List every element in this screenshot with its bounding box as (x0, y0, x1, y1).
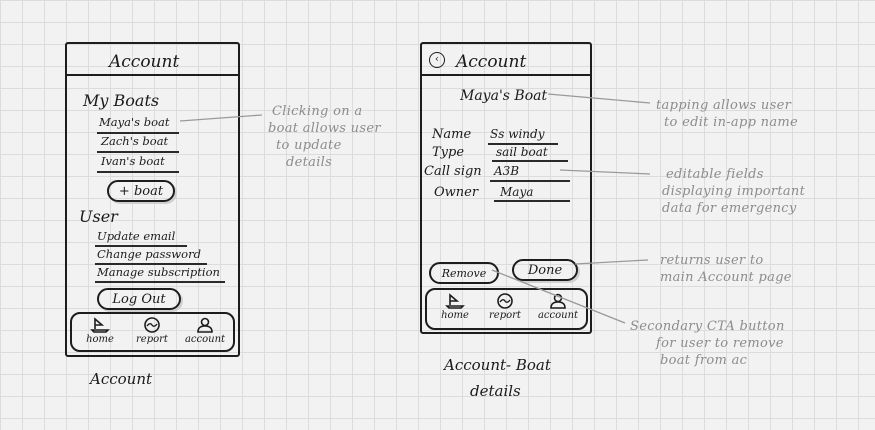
user-item-underline (95, 281, 225, 283)
boat-item-ivan[interactable]: Ivan's boat (101, 154, 165, 168)
annotation-line: details (286, 155, 333, 170)
annotation-line: to edit in-app name (664, 115, 799, 130)
account-screen: Account My Boats Maya's boat Zach's boat… (65, 42, 240, 357)
annotation-line: boat from ac (660, 353, 748, 368)
user-heading: User (79, 207, 118, 226)
field-value-name[interactable]: Ss windy (490, 127, 545, 141)
screen1-caption: Account (90, 370, 153, 388)
boat-item-zach[interactable]: Zach's boat (101, 134, 169, 148)
annotation-done: returns user to main Account page (660, 252, 860, 286)
screen2-caption-line1: Account- Boat (444, 356, 551, 374)
field-value-owner[interactable]: Maya (500, 185, 534, 199)
annotation-line: data for emergency (662, 201, 797, 216)
annotation-line: boat allows user (268, 121, 381, 136)
boat-name-title[interactable]: Maya's Boat (460, 88, 548, 104)
update-email-link[interactable]: Update email (97, 229, 176, 243)
nav-account-label: account (184, 334, 226, 345)
field-underline (490, 180, 570, 182)
boat-item-maya[interactable]: Maya's boat (99, 115, 170, 129)
gauge-icon (144, 317, 160, 333)
field-label-type: Type (432, 145, 465, 160)
header-divider (67, 74, 238, 76)
back-icon[interactable]: ‹ (429, 52, 445, 68)
field-value-type[interactable]: sail boat (496, 145, 548, 159)
annotation-boat-click: Clicking on a boat allows user to update… (268, 103, 418, 171)
change-password-link[interactable]: Change password (97, 247, 201, 261)
field-value-call-sign[interactable]: A3B (494, 164, 520, 178)
boat-icon (445, 293, 465, 309)
field-underline (494, 200, 570, 202)
field-underline (488, 143, 558, 145)
annotation-line: Clicking on a (272, 104, 363, 119)
field-label-call-sign: Call sign (424, 164, 482, 179)
annotation-tap-name: tapping allows user to edit in-app name (656, 97, 856, 131)
header-divider (422, 74, 590, 76)
field-underline (492, 160, 568, 162)
nav-report-label: report (489, 310, 521, 321)
annotation-line: Secondary CTA button (630, 319, 785, 334)
bottom-nav: home report account (70, 312, 235, 352)
person-icon (197, 317, 213, 333)
annotation-line: to update (276, 138, 342, 153)
my-boats-heading: My Boats (83, 91, 160, 110)
annotation-line: editable fields (666, 167, 764, 182)
annotation-line: tapping allows user (656, 98, 792, 113)
boat-details-screen: ‹ Account Maya's Boat Name Ss windy Type… (420, 42, 592, 334)
field-label-owner: Owner (434, 185, 479, 200)
manage-subscription-link[interactable]: Manage subscription (97, 265, 220, 279)
nav-report[interactable]: report (130, 317, 174, 345)
nav-report[interactable]: report (483, 293, 527, 321)
user-item-underline (95, 263, 207, 265)
nav-home-label: home (441, 310, 469, 321)
nav-home[interactable]: home (433, 293, 477, 321)
done-button[interactable]: Done (512, 259, 578, 281)
page-title: Account (109, 52, 180, 72)
field-label-name: Name (432, 127, 472, 142)
page-title: Account (456, 52, 527, 72)
nav-home[interactable]: home (78, 317, 122, 345)
screen2-caption-line2: details (470, 382, 521, 400)
nav-report-label: report (136, 334, 168, 345)
boat-item-underline (97, 132, 179, 134)
user-item-underline (95, 245, 187, 247)
boat-icon (90, 317, 110, 333)
gauge-icon (497, 293, 513, 309)
boat-item-underline (97, 171, 179, 173)
boat-item-underline (97, 151, 179, 153)
nav-account[interactable]: account (180, 317, 230, 345)
annotation-remove: Secondary CTA button for user to remove … (630, 318, 850, 369)
annotation-editable-fields: editable fields displaying important dat… (662, 166, 862, 217)
nav-account-label: account (537, 310, 579, 321)
annotation-line: main Account page (660, 270, 792, 285)
annotation-line: returns user to (660, 253, 764, 268)
bottom-nav: home report account (425, 288, 588, 330)
annotation-line: displaying important (662, 184, 806, 199)
logout-button[interactable]: Log Out (97, 288, 181, 310)
add-boat-button[interactable]: + boat (107, 180, 175, 202)
annotation-line: for user to remove (656, 336, 784, 351)
nav-home-label: home (86, 334, 114, 345)
